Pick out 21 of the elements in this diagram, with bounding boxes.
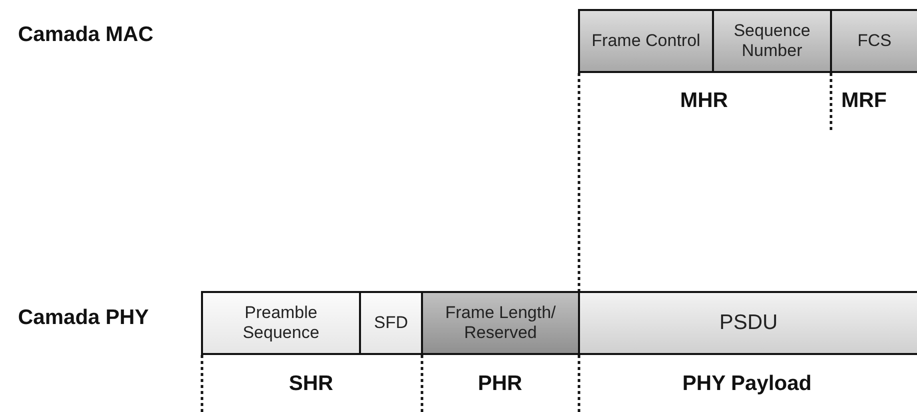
field-box [359, 291, 423, 355]
field-box [421, 291, 580, 355]
section-label: SHR [288, 372, 334, 396]
section-label: PHR [478, 372, 522, 396]
section-label: MHR [680, 89, 728, 113]
field-box [201, 291, 361, 355]
layer-label: Camada PHY [18, 306, 149, 330]
field-name: SFD [374, 313, 408, 333]
field-name: FCS [858, 31, 892, 51]
field-name: Frame Control [590, 31, 702, 51]
field-name: PSDU [719, 310, 778, 336]
layer-label: Camada MAC [18, 23, 154, 47]
section-label: PHY Payload [682, 372, 812, 396]
field-box [578, 291, 917, 355]
section-label: MRF [841, 89, 887, 113]
field-box [578, 9, 714, 73]
field-name: Sequence Number [732, 21, 812, 61]
field-box [830, 9, 917, 73]
field-name: Preamble Sequence [242, 303, 320, 343]
field-box [712, 9, 832, 73]
field-name: Frame Length/ Reserved [444, 303, 557, 343]
